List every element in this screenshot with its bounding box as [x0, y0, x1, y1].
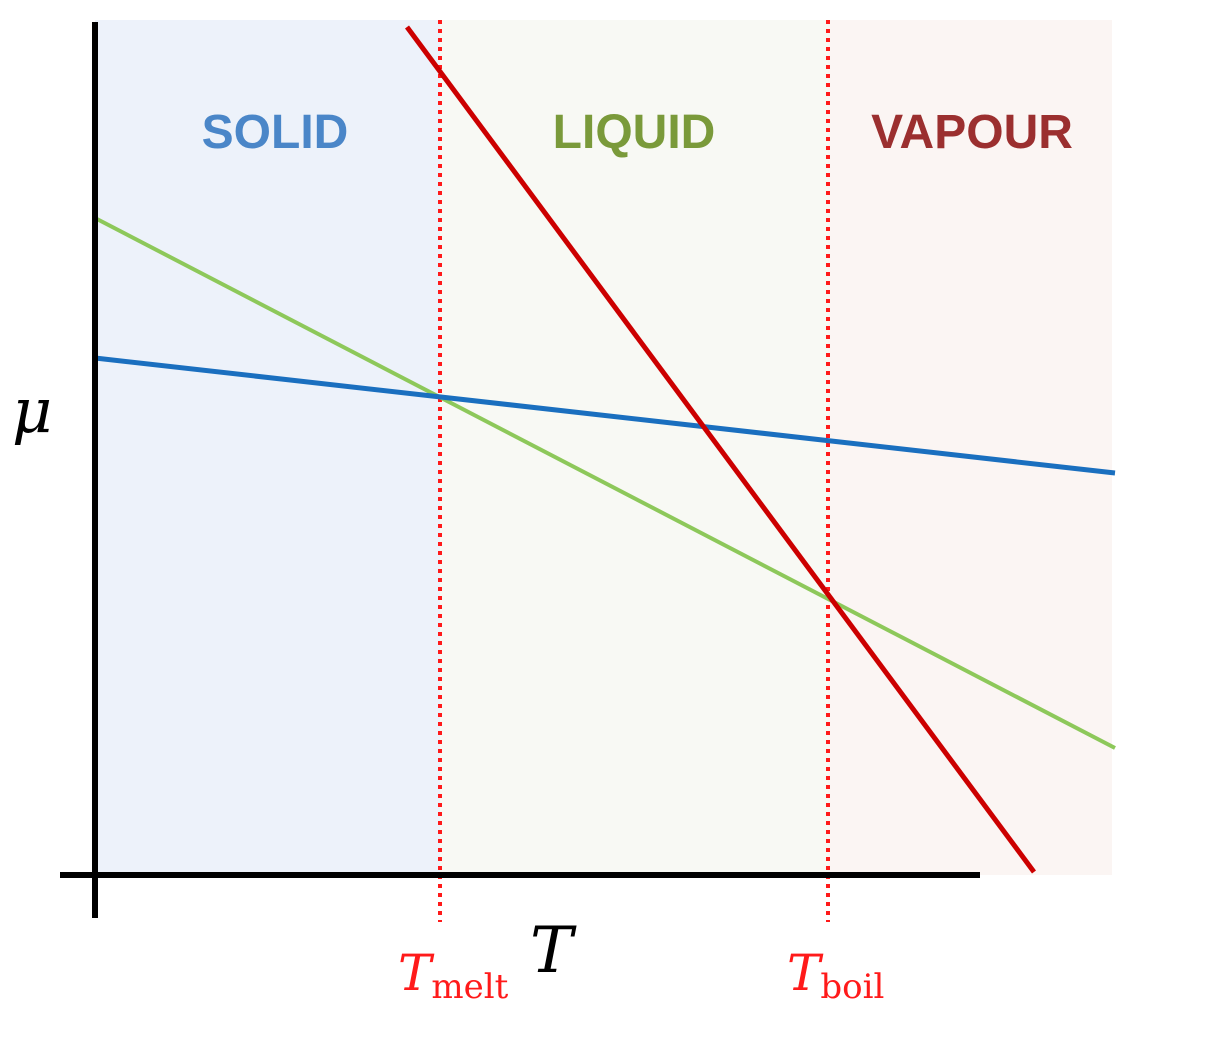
x-axis-label: T — [530, 914, 577, 988]
boil-tick-label: Tboil — [787, 944, 884, 1007]
vapour-mu-line — [404, 25, 1037, 874]
solid-region — [95, 20, 440, 875]
liquid-label: LIQUID — [553, 106, 716, 159]
y-axis-label: μ — [12, 374, 52, 447]
vapour-label: VAPOUR — [871, 106, 1073, 159]
solid-mu-line — [94, 355, 1116, 476]
solid-label: SOLID — [202, 106, 349, 159]
melt-tick-label: Tmelt — [398, 944, 509, 1007]
liquid-mu-line — [94, 216, 1116, 750]
